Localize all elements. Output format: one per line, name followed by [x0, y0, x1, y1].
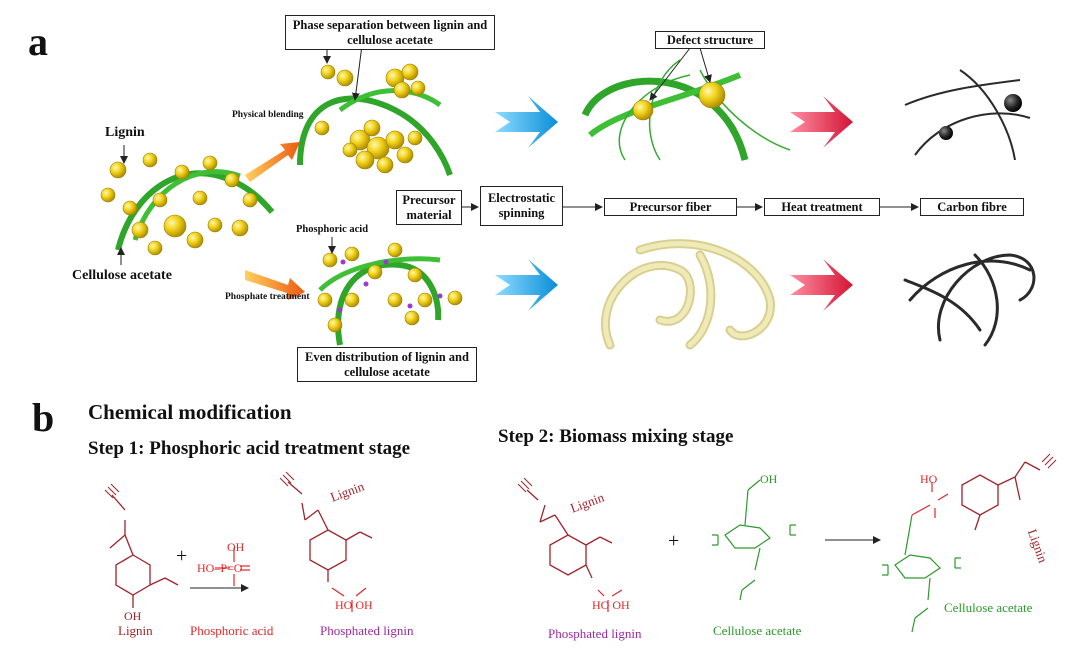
phosphoric-acid-structure: [215, 548, 250, 586]
panel-b-letter: b: [32, 395, 55, 440]
box-defect-structure: Defect structure: [655, 31, 765, 49]
label-cellulose-acetate: Cellulose acetate: [72, 268, 172, 283]
flow-electrostatic-spinning: Electrostatic spinning: [480, 186, 563, 226]
label-phosphoric-acid: Phosphoric acid: [296, 224, 369, 235]
cellulose-acetate-structure: [712, 479, 796, 601]
phosphated-formula-2: HO OH: [592, 598, 630, 612]
label-phosphate-treatment: Phosphate treatment: [225, 292, 310, 302]
cellulose-oh: OH: [760, 472, 778, 486]
phosphated-lignin-structure-2: [517, 477, 613, 579]
phosphoric-acid-oh: OH: [227, 540, 245, 554]
initial-mixture: [100, 152, 275, 256]
phosphated-formula-1: HO OH: [335, 598, 373, 612]
precursor-fiber-coils: [600, 239, 775, 350]
red-arrow-bottom: [790, 259, 853, 311]
product-lignin: [961, 453, 1057, 531]
plus-1: +: [176, 545, 188, 567]
phosphate-treated-fibers: [317, 242, 463, 346]
panel-a-letter: a: [28, 19, 48, 64]
label-b-lignin: Lignin: [118, 623, 153, 638]
flow-precursor-fiber: Precursor fiber: [604, 198, 737, 216]
panel-b-title: Chemical modification: [88, 400, 292, 424]
box-phase-separation: Phase separation between lignin and cell…: [285, 15, 495, 50]
orange-arrow-down: [245, 270, 305, 300]
label-b-cellulose-acetate-2: Cellulose acetate: [944, 600, 1033, 615]
product-structure: [882, 514, 961, 633]
defect-structure-fibers: [581, 59, 791, 161]
orange-arrow-up: [245, 142, 300, 182]
step2-title: Step 2: Biomass mixing stage: [498, 426, 734, 447]
box-even-distribution: Even distribution of lignin and cellulos…: [297, 347, 477, 382]
label-b-phosphated-lignin-1: Phosphated lignin: [320, 623, 414, 638]
oh-lignin: OH: [124, 609, 142, 623]
label-b-phosphated-lignin-2: Phosphated lignin: [548, 626, 642, 641]
lignin-structure: [104, 483, 179, 608]
label-physical-blending: Physical blending: [232, 110, 304, 120]
carbon-fibre-even: [903, 253, 1036, 347]
step1-title: Step 1: Phosphoric acid treatment stage: [88, 438, 411, 459]
carbon-fibre-defect: [904, 69, 1031, 161]
phosphated-lignin-structure-1: [279, 471, 373, 582]
flow-carbon-fibre: Carbon fibre: [920, 198, 1024, 216]
phosphoric-acid-formula: HO–P=O: [197, 561, 243, 575]
label-b-cellulose-acetate-1: Cellulose acetate: [713, 623, 802, 638]
product-phosphate: [911, 482, 949, 518]
product-ho: HO: [920, 472, 938, 486]
label-b-phosphoric-acid: Phosphoric acid: [190, 623, 274, 638]
blue-arrow-top: [495, 96, 558, 148]
flow-precursor-material: Precursor material: [396, 190, 462, 225]
red-arrow-top: [790, 96, 853, 148]
label-lignin: Lignin: [105, 125, 145, 140]
plus-2: +: [668, 530, 680, 552]
phase-separated-fibers: [297, 63, 453, 176]
blue-arrow-bottom: [495, 259, 558, 311]
flow-heat-treatment: Heat treatment: [764, 198, 880, 216]
